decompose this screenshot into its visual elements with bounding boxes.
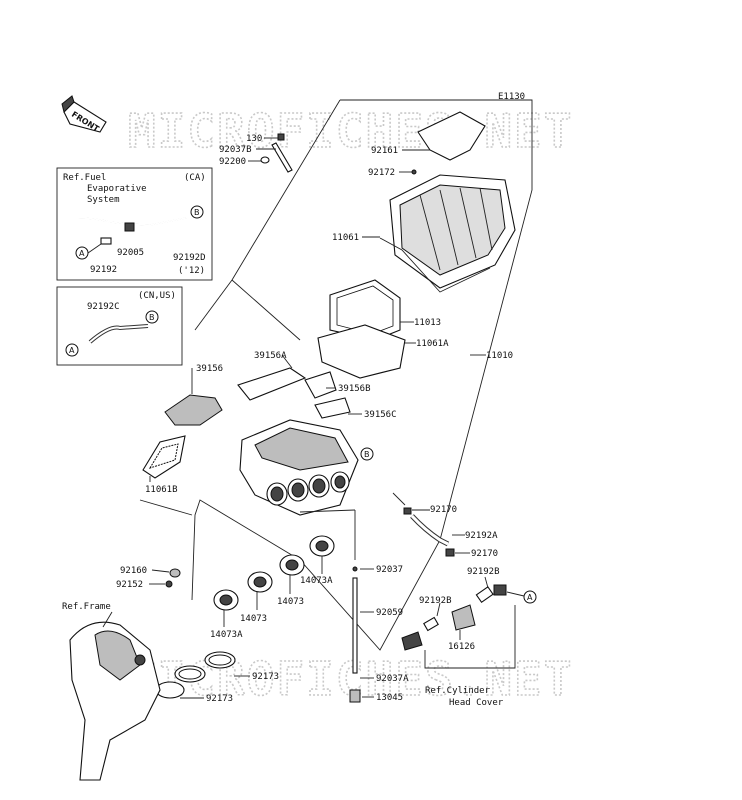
watermark-top: MICROFICHES.NET xyxy=(128,104,573,158)
sleeve-92037b: 92037B xyxy=(219,142,293,173)
duct-39156a: 39156A xyxy=(237,351,307,401)
funnel-14073a-1: 14073A xyxy=(300,535,335,586)
svg-text:92173: 92173 xyxy=(206,694,233,704)
side-cover-11061b: 11061B xyxy=(142,435,186,495)
svg-text:39156C: 39156C xyxy=(364,410,397,420)
duct-39156: 39156 xyxy=(164,364,223,426)
svg-text:92192A: 92192A xyxy=(465,531,498,541)
drain-assembly: 92037 92059 92037A 13045 xyxy=(349,510,409,703)
collar-92152: 92152 xyxy=(116,580,173,590)
svg-text:B: B xyxy=(364,450,370,459)
svg-text:92200: 92200 xyxy=(219,157,246,167)
ref-cylinder-head-cover-line1: Ref.Cylinder xyxy=(425,686,491,696)
ref-cylinder-head-cover-line2: Head Cover xyxy=(449,698,504,708)
svg-text:Evaporative: Evaporative xyxy=(87,184,147,194)
svg-text:92192B: 92192B xyxy=(419,596,452,606)
frame-section: Ref.Frame xyxy=(62,602,161,781)
svg-text:11061A: 11061A xyxy=(416,339,449,349)
svg-text:14073A: 14073A xyxy=(210,630,243,640)
pad-92161: 92161 xyxy=(371,111,486,161)
svg-text:92192B: 92192B xyxy=(467,567,500,577)
ref-frame-label: Ref.Frame xyxy=(62,602,111,612)
screw-92172: 92172 xyxy=(368,168,417,178)
svg-text:92005: 92005 xyxy=(117,248,144,258)
hose-92192b-lower: 92192B xyxy=(419,596,452,632)
svg-text:39156A: 39156A xyxy=(254,351,287,361)
svg-text:92192D: 92192D xyxy=(173,253,206,263)
duct-39156c: 39156C xyxy=(314,397,397,420)
svg-text:Ref.Fuel: Ref.Fuel xyxy=(63,173,106,183)
svg-text:92037: 92037 xyxy=(376,565,403,575)
hose-92192b-upper: 92192B A xyxy=(467,567,537,604)
svg-text:92152: 92152 xyxy=(116,580,143,590)
svg-text:92037A: 92037A xyxy=(376,674,409,684)
svg-text:A: A xyxy=(69,346,75,355)
svg-text:92161: 92161 xyxy=(371,146,398,156)
svg-text:39156: 39156 xyxy=(196,364,223,374)
svg-text:A: A xyxy=(527,593,533,602)
svg-text:92170: 92170 xyxy=(471,549,498,559)
funnel-14073-1: 14073 xyxy=(277,554,305,607)
svg-text:(CA): (CA) xyxy=(184,173,206,183)
callout-b-circle xyxy=(190,205,204,219)
svg-text:39156B: 39156B xyxy=(338,384,371,394)
ca-evaporative-box: Ref.Fuel Evaporative System (CA) B A 920… xyxy=(56,167,213,281)
air-filter-element-11013: 11013 xyxy=(329,279,441,341)
svg-text:16126: 16126 xyxy=(448,642,475,652)
svg-text:11061: 11061 xyxy=(332,233,359,243)
grommet-92160: 92160 xyxy=(120,566,181,578)
svg-text:14073: 14073 xyxy=(277,597,304,607)
svg-text:92192: 92192 xyxy=(90,265,117,275)
svg-text:B: B xyxy=(194,208,200,217)
svg-text:14073: 14073 xyxy=(240,614,267,624)
svg-text:A: A xyxy=(79,249,85,258)
svg-text:13045: 13045 xyxy=(376,693,403,703)
air-cleaner-cover-11061: 11061 xyxy=(332,174,516,293)
svg-text:(CN,US): (CN,US) xyxy=(138,291,176,301)
clamp-92170: 92170 xyxy=(445,548,498,559)
assembly-outline xyxy=(191,99,533,651)
washer-92200: 92200 xyxy=(219,156,270,167)
breather-hose-92192a: 92170 92192A xyxy=(392,492,498,547)
svg-text:130: 130 xyxy=(246,134,262,144)
bolt-130: 130 xyxy=(246,133,285,144)
part-11010-label: 11010 xyxy=(486,351,513,361)
svg-text:11013: 11013 xyxy=(414,318,441,328)
diagram-code: E1130 xyxy=(498,92,525,102)
svg-text:11061B: 11061B xyxy=(145,485,178,495)
cnus-hose-box: (CN,US) 92192C B A xyxy=(56,286,183,366)
svg-text:92172: 92172 xyxy=(368,168,395,178)
svg-text:92037B: 92037B xyxy=(219,145,252,155)
throttle-openings xyxy=(266,471,350,506)
svg-text:92192C: 92192C xyxy=(87,302,120,312)
duct-39156b: 39156B xyxy=(304,371,371,399)
front-arrow-icon: FRONT xyxy=(61,95,107,134)
svg-text:('12): ('12) xyxy=(178,266,205,276)
funnel-14073-2: 14073 xyxy=(240,571,273,624)
svg-text:92059: 92059 xyxy=(376,608,403,618)
svg-text:System: System xyxy=(87,195,120,205)
svg-text:92173: 92173 xyxy=(252,672,279,682)
svg-text:B: B xyxy=(149,313,155,322)
valve-16126: 16126 xyxy=(401,604,476,652)
gasket-11061a: 11061A xyxy=(317,324,449,379)
svg-text:92160: 92160 xyxy=(120,566,147,576)
clamps-92173: 92173 92173 xyxy=(155,651,279,704)
air-cleaner-housing: B xyxy=(239,419,374,516)
svg-text:92170: 92170 xyxy=(430,505,457,515)
svg-text:14073A: 14073A xyxy=(300,576,333,586)
funnel-14073a-2: 14073A xyxy=(210,589,243,640)
